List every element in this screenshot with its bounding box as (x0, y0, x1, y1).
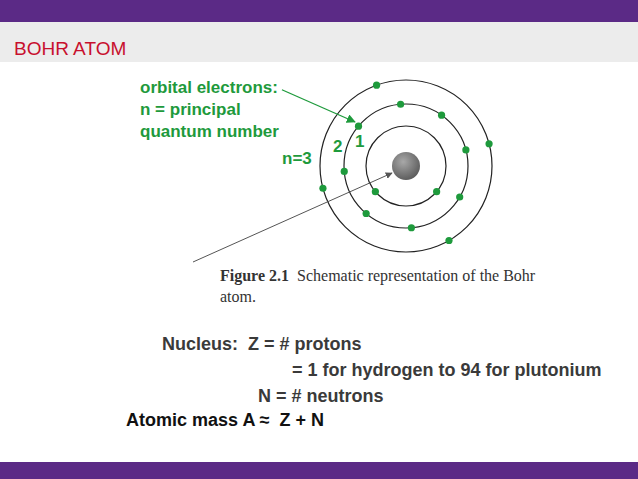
leader-arrow (193, 173, 392, 262)
orbit-number: n=3 (282, 149, 312, 169)
electron-dot (408, 224, 415, 231)
nucleus (392, 152, 420, 180)
bottom-bar (0, 462, 638, 479)
definition: N = # neutrons (258, 386, 384, 407)
orbit-number: 2 (333, 137, 342, 157)
electron-dot (456, 193, 463, 200)
electron-dot (485, 140, 492, 147)
annotation: n = principal (140, 100, 241, 120)
definition: Nucleus: Z = # protons (162, 334, 362, 355)
electron-dot (319, 185, 326, 192)
electron-dot (372, 188, 379, 195)
orbits (319, 80, 492, 252)
leader-arrow (282, 90, 355, 122)
electron-dot (433, 188, 440, 195)
annotation: orbital electrons: (140, 78, 278, 98)
orbit-circle (366, 126, 446, 206)
electron-dot (341, 168, 348, 175)
annotation: quantum number (140, 122, 279, 142)
slide-title: BOHR ATOM (14, 38, 126, 60)
caption-block: Figure 2.1Schematic representation of th… (220, 266, 570, 308)
electron-dot (363, 210, 370, 217)
electron-dot (445, 237, 452, 244)
formula: Atomic mass A ≈ Z + N (126, 410, 324, 431)
electron-dot (373, 82, 380, 89)
top-bar (0, 0, 638, 22)
orbit-circle (344, 104, 468, 228)
orbit-number: 1 (355, 132, 364, 152)
figure-number: Figure 2.1 (220, 267, 289, 284)
electron-dot (438, 112, 445, 119)
electron-dot (462, 146, 469, 153)
definition: = 1 for hydrogen to 94 for plutonium (292, 360, 602, 381)
electron-dot (397, 101, 404, 108)
title-band (0, 22, 638, 62)
electron-dot (355, 123, 362, 130)
orbit-circle (320, 80, 492, 252)
